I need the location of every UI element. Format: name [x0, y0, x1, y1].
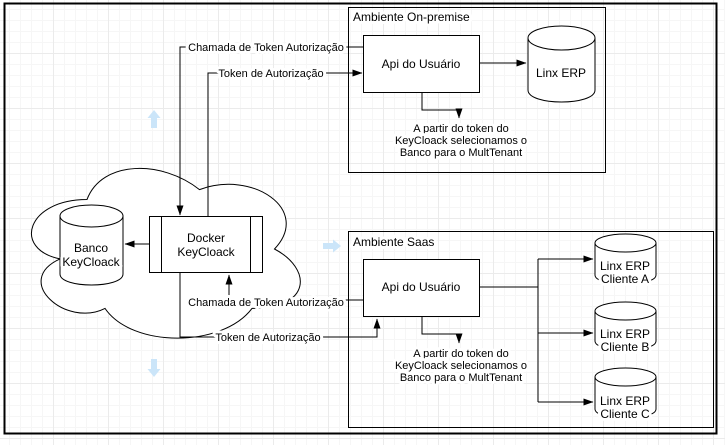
saas-db-cliente-a[interactable]: Linx ERP Cliente A: [594, 233, 657, 289]
svg-text:A partir do token do: A partir do token do: [413, 123, 508, 135]
saas-db-cliente-b[interactable]: Linx ERP Cliente B: [594, 301, 657, 357]
edge-label-chamada-top[interactable]: Chamada de Token Autorização: [185, 39, 347, 57]
docker-label-line1: Docker: [187, 231, 225, 245]
pan-hint-up-icon[interactable]: [147, 110, 161, 128]
svg-text:KeyCloack selecionamos o: KeyCloack selecionamos o: [395, 360, 527, 372]
edge-chamada-token-bottom[interactable]: [225, 274, 363, 301]
onprem-linxerp-db[interactable]: Linx ERP: [527, 25, 596, 103]
edge-onprem-note-arrow[interactable]: [421, 93, 463, 119]
svg-text:Cliente B: Cliente B: [601, 340, 650, 354]
edge-chamada-token-top[interactable]: [176, 46, 363, 216]
saas-api-label: Api do Usuário: [382, 280, 461, 294]
banco-label-line2: KeyCloack: [62, 255, 120, 269]
docker-label-line2: KeyCloack: [177, 245, 235, 259]
onprem-container[interactable]: Ambiente On-premise: [348, 7, 606, 173]
edge-label-chamada-bottom[interactable]: Chamada de Token Autorização: [185, 294, 347, 312]
banco-label-line1: Banco: [74, 241, 108, 255]
edge-saas-trunk[interactable]: [480, 259, 539, 402]
saas-title: Ambiente Saas: [353, 235, 434, 249]
svg-text:KeyCloack selecionamos o: KeyCloack selecionamos o: [395, 135, 527, 147]
edge-saas-note-arrow[interactable]: [421, 316, 463, 344]
svg-text:Linx ERP: Linx ERP: [600, 394, 650, 408]
canvas-border: [3, 2, 718, 435]
docker-keycloack-node[interactable]: Docker KeyCloack: [149, 216, 263, 273]
svg-text:A partir do token do: A partir do token do: [413, 348, 508, 360]
svg-text:Cliente A: Cliente A: [601, 272, 649, 286]
svg-text:Linx ERP: Linx ERP: [600, 327, 650, 341]
svg-text:Banco para o MultTenant: Banco para o MultTenant: [400, 147, 522, 159]
svg-text:Linx ERP: Linx ERP: [600, 259, 650, 273]
svg-text:Banco para o MultTenant: Banco para o MultTenant: [400, 372, 522, 384]
saas-db-cliente-c[interactable]: Linx ERP Cliente C: [594, 367, 657, 424]
saas-container[interactable]: Ambiente Saas: [348, 231, 714, 428]
edge-token-autorizacao-top[interactable]: [207, 69, 363, 216]
onprem-api-label: Api do Usuário: [382, 57, 461, 71]
banco-keycloack-db[interactable]: Banco KeyCloack: [59, 204, 124, 286]
onprem-linxerp-label: Linx ERP: [536, 66, 586, 80]
pan-hint-down-icon[interactable]: [147, 359, 161, 377]
saas-api-box[interactable]: Api do Usuário: [363, 259, 480, 317]
onprem-title: Ambiente On-premise: [353, 10, 470, 24]
svg-text:Cliente C: Cliente C: [600, 407, 650, 421]
saas-note: A partir do token do KeyCloack seleciona…: [392, 345, 530, 387]
onprem-api-box[interactable]: Api do Usuário: [363, 35, 480, 93]
edge-label-token-top[interactable]: Token de Autorização: [215, 65, 326, 83]
pan-hint-right-icon[interactable]: [323, 239, 341, 253]
edge-token-autorizacao-bottom[interactable]: [179, 273, 381, 338]
edge-label-token-bottom[interactable]: Token de Autorização: [212, 329, 323, 347]
onprem-note: A partir do token do KeyCloack seleciona…: [392, 120, 530, 162]
